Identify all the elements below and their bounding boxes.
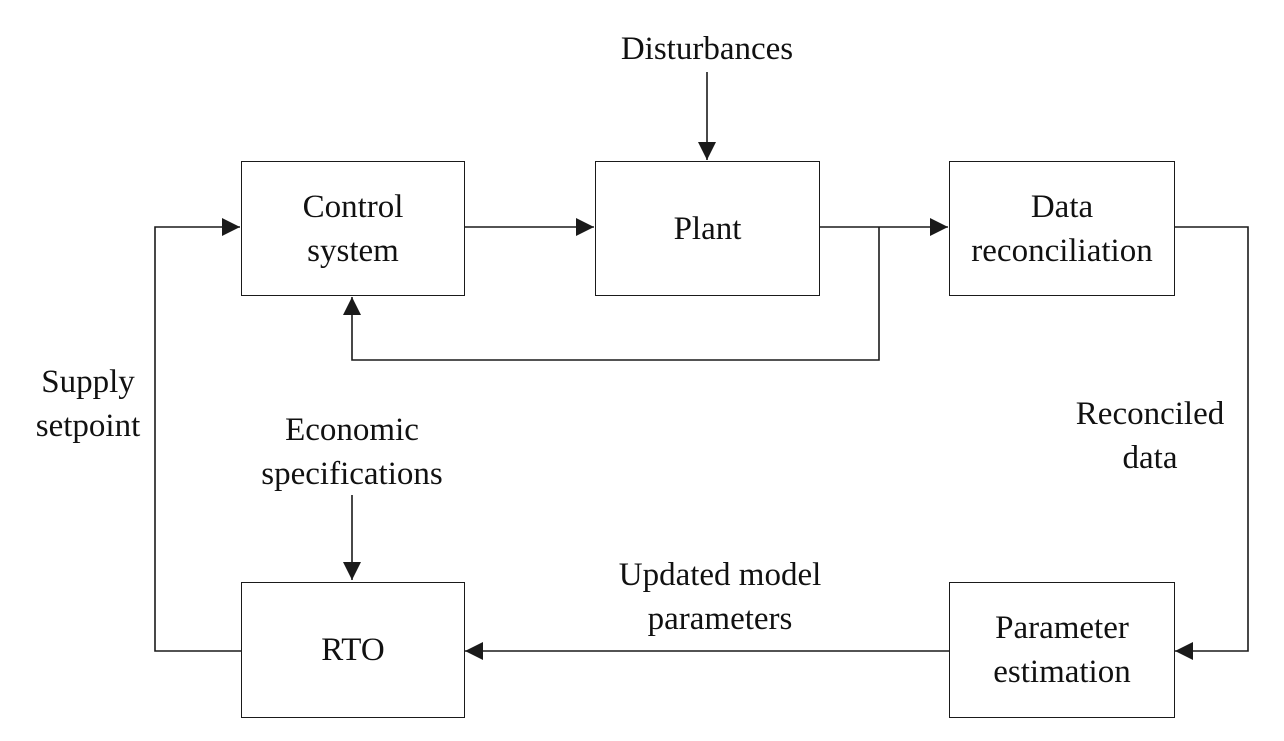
updated-model-parameters-line-1: Updated model	[618, 557, 822, 593]
supply-setpoint-line-1: Supply	[41, 364, 135, 400]
economic-specifications-line-1: Economic	[285, 412, 419, 448]
parameter-estimation-label-line-1: Parameter	[995, 610, 1129, 646]
control-system-label-line-1: Control	[302, 188, 404, 225]
economic-specifications-label: Economic specifications	[232, 408, 472, 496]
economic-specifications-line-2: specifications	[261, 456, 443, 492]
data-reconciliation-label-line-1: Data	[1030, 188, 1094, 225]
updated-model-parameters-label: Updated model parameters	[590, 553, 850, 641]
reconciled-data-label: Reconciled data	[1045, 392, 1255, 480]
disturbances-label: Disturbances	[582, 27, 832, 71]
control-system-block: Control system	[241, 161, 465, 296]
rto-block: RTO	[241, 582, 465, 718]
plant-block: Plant	[595, 161, 820, 296]
plant-label: Plant	[673, 210, 742, 247]
supply-setpoint-line-2: setpoint	[35, 408, 141, 444]
data-reconciliation-block: Data reconciliation	[949, 161, 1175, 296]
reconciled-data-line-2: data	[1122, 440, 1178, 476]
arrow-plant-feedback-to-control	[343, 227, 880, 361]
data-reconciliation-label-line-2: reconciliation	[971, 232, 1153, 269]
reconciled-data-line-1: Reconciled	[1075, 396, 1225, 432]
supply-setpoint-label: Supply setpoint	[18, 360, 158, 448]
arrow-rto-setpoint-to-control	[154, 218, 241, 652]
parameter-estimation-label-line-2: estimation	[993, 654, 1131, 690]
updated-model-parameters-line-2: parameters	[647, 601, 793, 637]
disturbances-text: Disturbances	[620, 31, 794, 67]
rto-label: RTO	[321, 632, 385, 668]
arrow-data-reconciliation-to-parameter-estimation	[1175, 226, 1249, 660]
control-system-label-line-2: system	[307, 232, 399, 269]
parameter-estimation-block: Parameter estimation	[949, 582, 1175, 718]
